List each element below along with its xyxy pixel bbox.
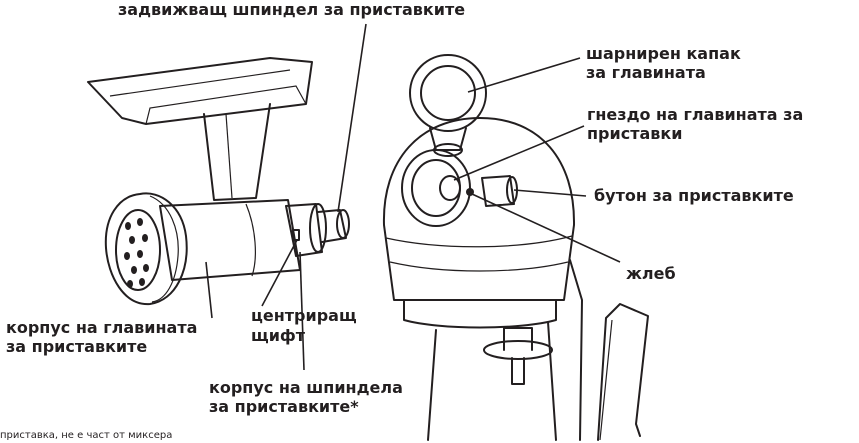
- sliding-spindle: [317, 209, 347, 243]
- grinder-attachment: [87, 57, 350, 306]
- label-groove: жлеб: [626, 264, 676, 283]
- grinder-tube: [159, 199, 301, 281]
- centering-pin: [292, 229, 300, 241]
- label-centering-pin-line1: центриращ: [251, 306, 357, 325]
- label-sliding-spindle: задвижващ шпиндел за приставките: [118, 0, 466, 19]
- label-hub-housing-line1: корпус на главината: [6, 318, 198, 337]
- label-hub-housing-line2: за приставките: [6, 337, 148, 356]
- label-attachment-button: бутон за приставките: [594, 186, 794, 205]
- label-hub-socket-line1: гнездо на главината за: [587, 105, 804, 124]
- label-spindle-housing-line1: корпус на шпиндела: [209, 378, 403, 397]
- grinder-spindle-housing: [285, 203, 323, 257]
- hinged-cover: [409, 54, 487, 132]
- footnote: приставка, не е част от миксера: [0, 430, 173, 441]
- label-hinged-cover-line2: за главината: [586, 63, 706, 82]
- grinder-neck: [203, 103, 271, 201]
- leader-lines: [205, 23, 621, 371]
- attachment-knob: [481, 175, 515, 207]
- label-spindle-housing-line2: за приставките*: [209, 397, 359, 416]
- grinder-plate-holes: [124, 218, 149, 288]
- mixer-column: [427, 321, 557, 441]
- grinder-tray: [87, 57, 313, 125]
- mixer-head: [382, 54, 649, 441]
- label-centering-pin-line2: щифт: [251, 326, 306, 345]
- mixer-neck: [403, 299, 557, 329]
- mixer-head-shell: [382, 117, 576, 301]
- bowl-lift-handle: [597, 303, 649, 441]
- grinder-ring-nut: [104, 192, 188, 306]
- beater-shaft-collar: [483, 340, 553, 360]
- label-hub-socket-line2: приставки: [587, 124, 683, 143]
- label-hinged-cover-line1: шарнирен капак: [586, 44, 741, 63]
